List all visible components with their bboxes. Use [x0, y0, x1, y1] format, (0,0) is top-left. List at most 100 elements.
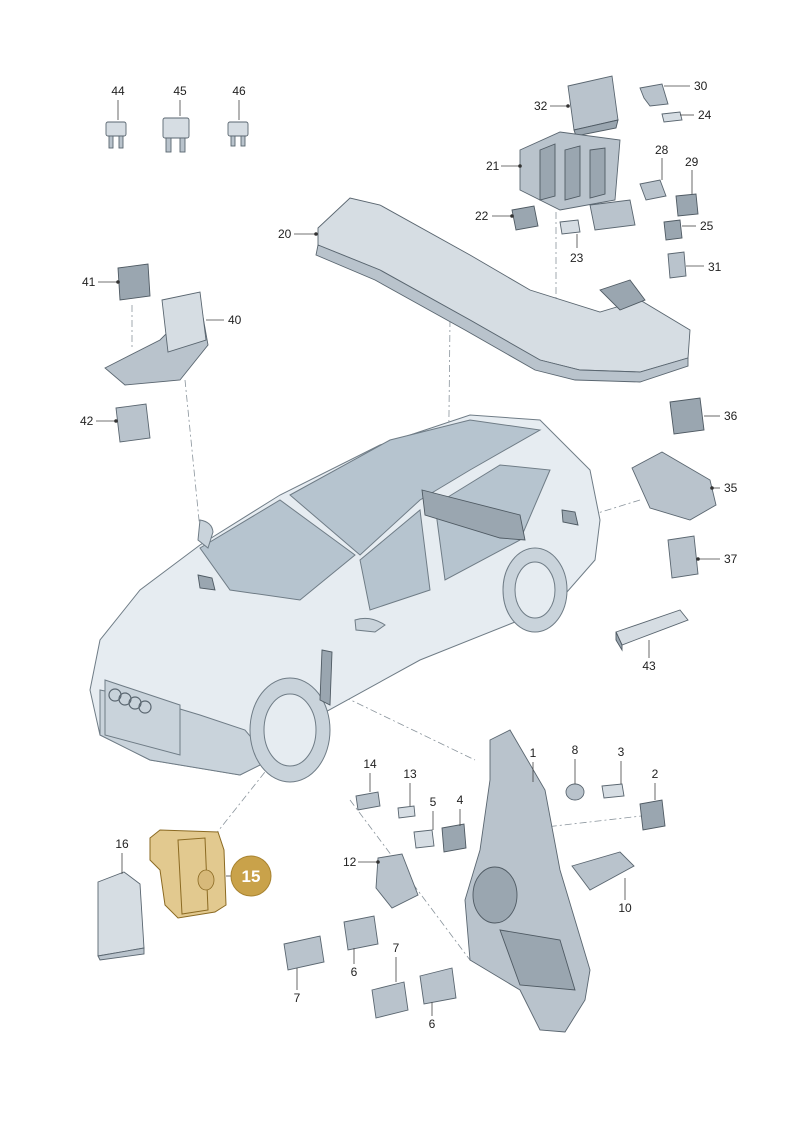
callout-32: 32 [534, 99, 570, 113]
callout-46: 46 [232, 84, 246, 120]
callout-43: 43 [642, 640, 656, 673]
callout-label: 5 [430, 795, 437, 809]
connector-14 [355, 791, 381, 811]
callout-12: 12 [343, 855, 380, 869]
callout-7a: 7 [294, 968, 301, 1005]
callout-label: 23 [570, 251, 584, 265]
relay-carrier-21 [519, 131, 621, 211]
grommet-8 [565, 783, 585, 801]
car-body [89, 414, 601, 783]
callout-37: 37 [696, 552, 738, 566]
callout-40: 40 [206, 313, 242, 327]
callout-21: 21 [486, 159, 522, 173]
callout-label: 2 [652, 767, 659, 781]
fuse-mini-46 [227, 121, 249, 147]
fuse-strip-43 [615, 609, 689, 652]
connector-37 [667, 535, 699, 579]
callout-label: 44 [111, 84, 125, 98]
callout-label: 16 [115, 837, 129, 851]
relay-23 [559, 219, 581, 235]
callout-label: 31 [708, 260, 722, 274]
relay-41 [117, 263, 151, 301]
fuse-mini-44 [105, 121, 127, 149]
connector-6a [343, 915, 379, 951]
fuse-carrier-1 [464, 729, 591, 1033]
bracket-30 [639, 83, 669, 107]
callout-label: 36 [724, 409, 738, 423]
callout-6a: 6 [351, 948, 358, 979]
callout-1: 1 [530, 746, 537, 782]
callout-24: 24 [680, 108, 712, 122]
callout-label: 7 [393, 941, 400, 955]
callout-label: 25 [700, 219, 714, 233]
callout-label: 43 [642, 659, 656, 673]
callout-2: 2 [652, 767, 659, 800]
callout-label: 24 [698, 108, 712, 122]
fuse-maxi-45 [162, 117, 190, 153]
bracket-35 [631, 451, 717, 521]
cover-16 [97, 871, 145, 961]
callout-label: 35 [724, 481, 738, 495]
callout-4: 4 [457, 793, 464, 826]
callout-label: 7 [294, 991, 301, 1005]
callout-13: 13 [403, 767, 417, 806]
callout-8: 8 [572, 743, 579, 784]
callout-label: 6 [429, 1017, 436, 1031]
callout-label: 30 [694, 79, 708, 93]
relay-29 [675, 193, 699, 217]
callout-22: 22 [475, 209, 514, 223]
callout-label: 37 [724, 552, 738, 566]
callout-20: 20 [278, 227, 318, 241]
fuse-holder-rail [589, 199, 636, 231]
callout-30: 30 [664, 79, 708, 93]
callout-label: 45 [173, 84, 187, 98]
callout-42: 42 [80, 414, 118, 428]
connector-31 [667, 251, 687, 279]
callout-36: 36 [704, 409, 738, 423]
callout-10: 10 [618, 878, 632, 915]
fuse-holder-15 [149, 829, 227, 919]
callout-14: 14 [363, 757, 377, 792]
carrier-plate-20 [315, 197, 691, 383]
relay-36 [669, 397, 705, 435]
connector-7a [283, 935, 325, 971]
callout-6b: 6 [429, 1002, 436, 1031]
highlight-label: 15 [242, 867, 261, 886]
callout-label: 12 [343, 855, 357, 869]
callout-25: 25 [682, 219, 714, 233]
callout-16: 16 [115, 837, 129, 874]
callout-label: 6 [351, 965, 358, 979]
callout-31: 31 [686, 260, 722, 274]
callout-label: 46 [232, 84, 246, 98]
callout-7b: 7 [393, 941, 400, 982]
fuse-carrier-40 [104, 291, 209, 386]
callout-label: 41 [82, 275, 96, 289]
callout-5: 5 [430, 795, 437, 830]
clip-24 [661, 111, 683, 123]
relay-22 [511, 205, 539, 231]
relay-13 [397, 805, 416, 819]
callout-29: 29 [685, 155, 699, 194]
callout-28: 28 [655, 143, 669, 180]
connector-42 [115, 403, 151, 443]
callout-41: 41 [82, 275, 120, 289]
callout-label: 29 [685, 155, 699, 169]
callout-label: 42 [80, 414, 94, 428]
callout-45: 45 [173, 84, 187, 116]
relay-2 [639, 799, 666, 831]
callout-3: 3 [618, 745, 625, 784]
callout-44: 44 [111, 84, 125, 120]
relay-25 [663, 219, 683, 241]
relay-4 [441, 823, 467, 853]
callout-label: 40 [228, 313, 242, 327]
callout-label: 21 [486, 159, 500, 173]
relay-5 [413, 829, 435, 849]
callout-label: 20 [278, 227, 292, 241]
callout-23: 23 [570, 234, 584, 265]
callout-label: 32 [534, 99, 548, 113]
callout-label: 22 [475, 209, 489, 223]
callout-label: 14 [363, 757, 377, 771]
connector-7b [371, 981, 409, 1019]
bracket-12 [375, 853, 419, 909]
